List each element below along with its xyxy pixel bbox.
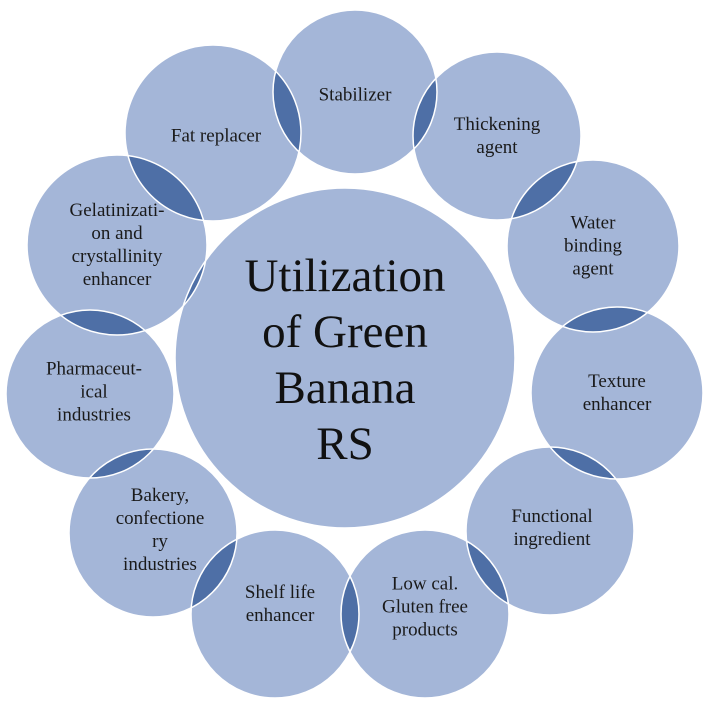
- node-bakery-confectionery-label: Bakery, confectione ry industries: [115, 485, 205, 575]
- node-shelf-life-enhancer-label: Shelf life enhancer: [244, 582, 316, 626]
- node-fat-replacer-label: Fat replacer: [170, 125, 262, 147]
- node-thickening-agent-label: Thickening agent: [453, 114, 541, 158]
- node-gelatinization-label: Gelatinizati- on and crystallinity enhan…: [69, 200, 165, 290]
- node-water-binding-agent-label: Water binding agent: [563, 212, 623, 280]
- node-stabilizer-label: Stabilizer: [318, 84, 392, 106]
- node-functional-ingredient-label: Functional ingredient: [511, 506, 593, 550]
- node-pharmaceutical-label: Pharmaceut- ical industries: [45, 358, 143, 426]
- node-texture-enhancer-label: Texture enhancer: [582, 371, 652, 415]
- center-topic-label: Utilization of Green Banana RS: [244, 250, 446, 470]
- node-low-cal-gluten-free-label: Low cal. Gluten free products: [382, 573, 468, 641]
